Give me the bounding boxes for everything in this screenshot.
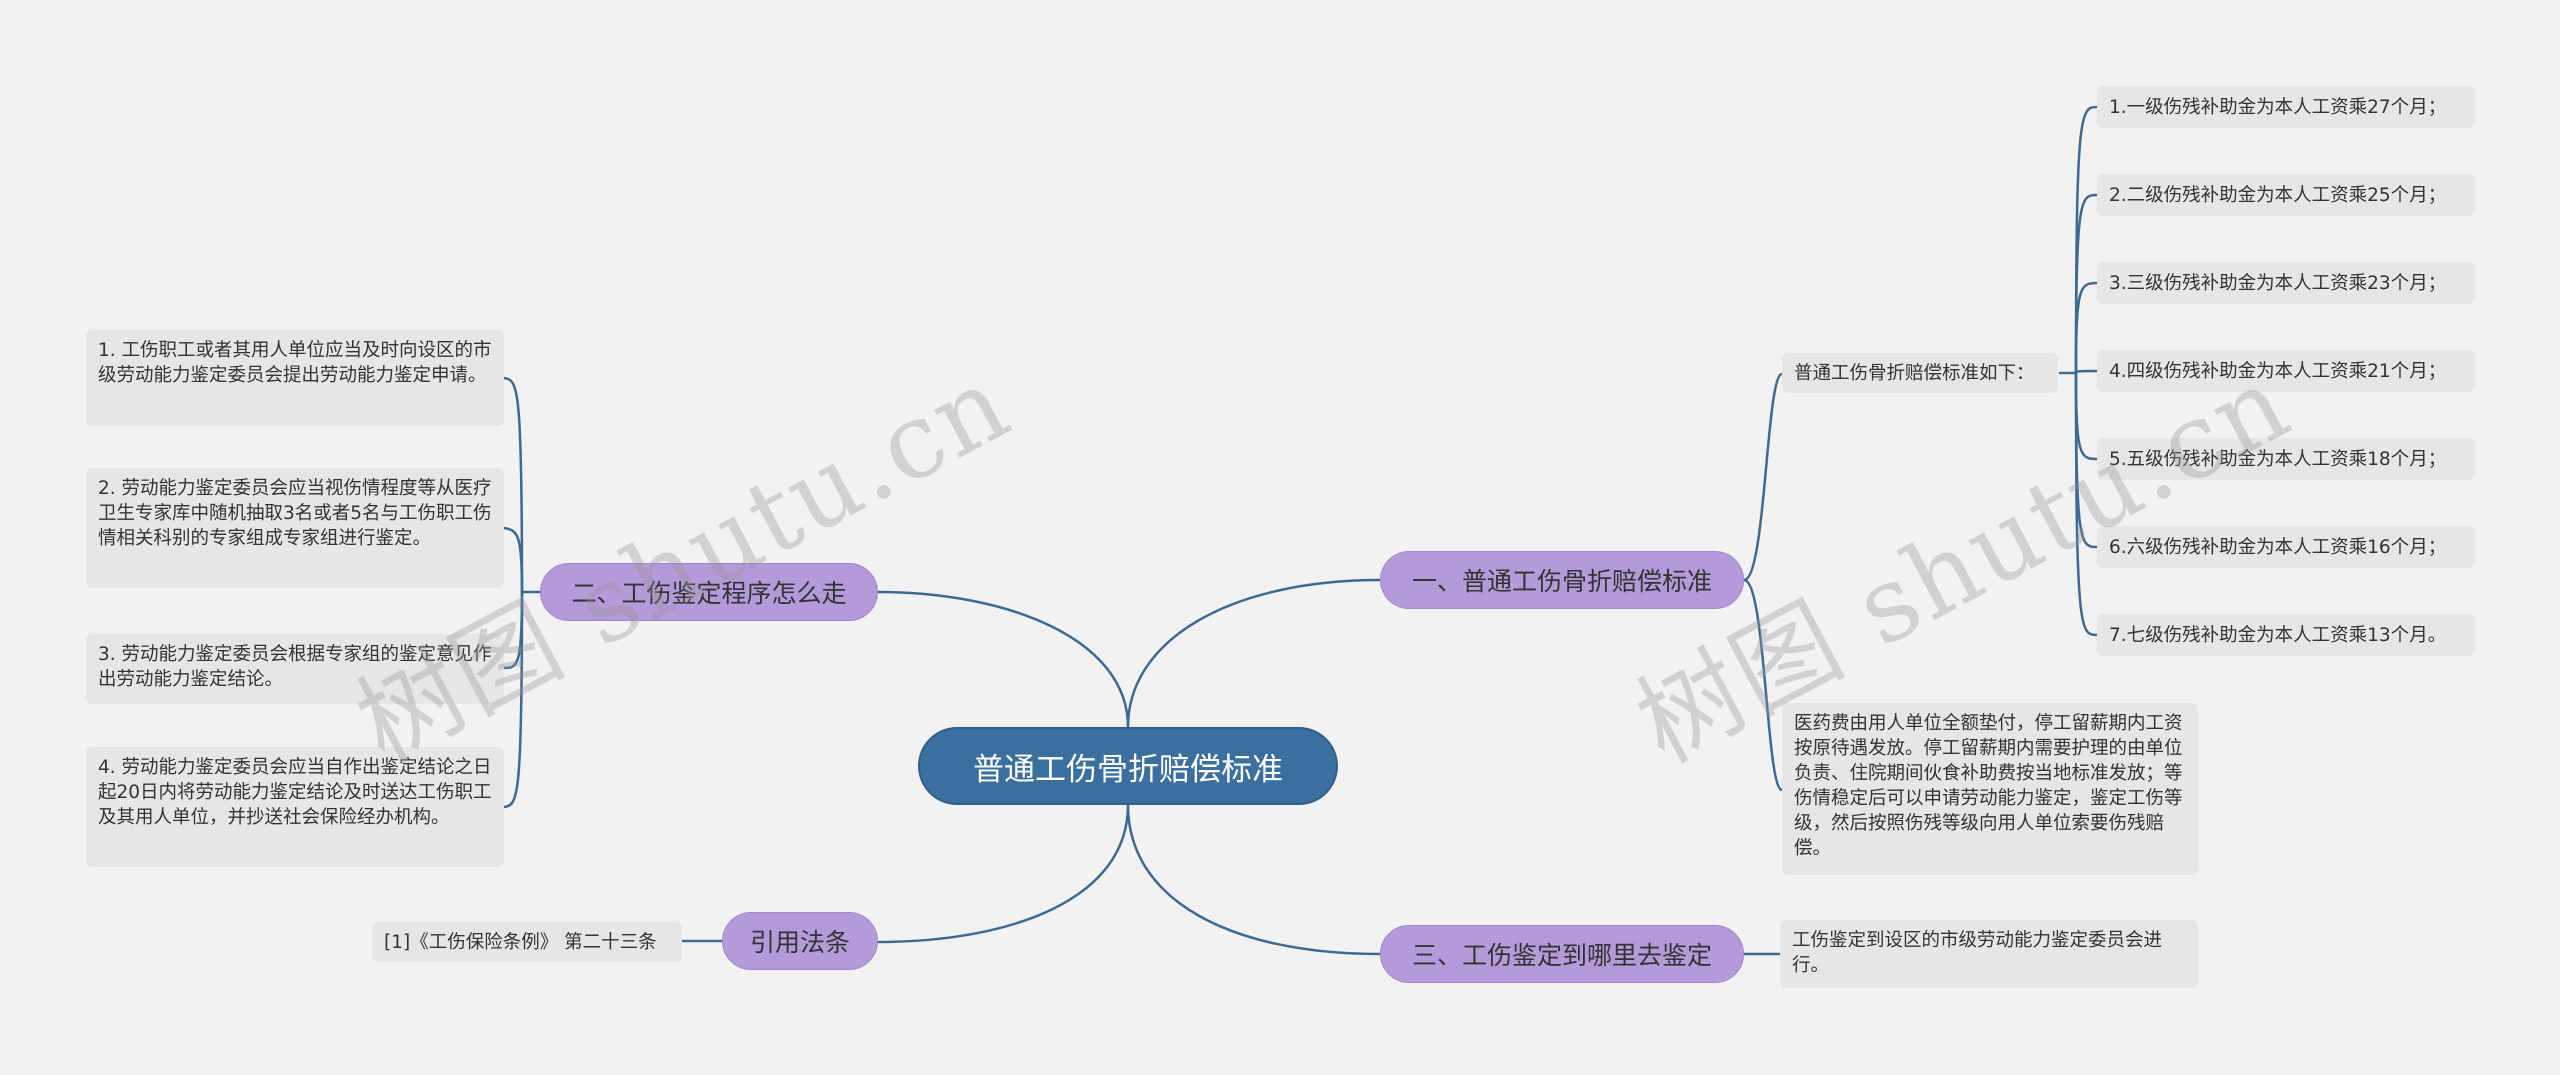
grade-text: 2.二级伤残补助金为本人工资乘25个月； [2109,184,2447,206]
grade-text: 4.四级伤残补助金为本人工资乘21个月； [2109,360,2447,382]
link-step-3 [502,590,524,670]
link-root-standard [1126,578,1382,729]
link-grade-3 [2074,281,2099,375]
link-root-procedure [876,590,1130,729]
link-standard-intro [1742,372,1784,582]
branch-label: 一、普通工伤骨折赔偿标准 [1411,567,1712,596]
grade-text: 1.一级伤残补助金为本人工资乘27个月； [2109,96,2447,118]
branch-cited-law[interactable]: 引用法条 [722,912,878,970]
step-text: 3. 劳动能力鉴定委员会根据专家组的鉴定意见作出劳动能力鉴定结论。 [98,644,492,690]
grade-item[interactable]: 6.六级伤残补助金为本人工资乘16个月； [2097,526,2475,568]
appraisal-location-note[interactable]: 工伤鉴定到设区的市级劳动能力鉴定委员会进行。 [1780,920,2198,988]
procedure-step[interactable]: 1. 工伤职工或者其用人单位应当及时向设区的市级劳动能力鉴定委员会提出劳动能力鉴… [86,330,504,426]
procedure-step[interactable]: 2. 劳动能力鉴定委员会应当视伤情程度等从医疗卫生专家库中随机抽取3名或者5名与… [86,468,504,588]
grade-text: 7.七级伤残补助金为本人工资乘13个月。 [2109,624,2447,646]
link-root-where [1126,803,1382,956]
link-step-4 [502,590,524,809]
link-grade-4 [2074,369,2099,375]
standard-intro-note[interactable]: 普通工伤骨折赔偿标准如下： [1782,353,2058,393]
note-text: 工伤鉴定到设区的市级劳动能力鉴定委员会进行。 [1792,930,2163,976]
grade-item[interactable]: 3.三级伤残补助金为本人工资乘23个月； [2097,262,2475,304]
grade-text: 6.六级伤残补助金为本人工资乘16个月； [2109,536,2447,558]
procedure-step[interactable]: 3. 劳动能力鉴定委员会根据专家组的鉴定意见作出劳动能力鉴定结论。 [86,634,504,704]
root-topic-label: 普通工伤骨折赔偿标准 [973,751,1283,788]
cited-law-note[interactable]: [1]《工伤保险条例》 第二十三条 [372,922,682,962]
grade-text: 5.五级伤残补助金为本人工资乘18个月； [2109,448,2447,470]
grade-item[interactable]: 2.二级伤残补助金为本人工资乘25个月； [2097,174,2475,216]
branch-label: 二、工伤鉴定程序怎么走 [571,579,847,608]
grade-item[interactable]: 5.五级伤残补助金为本人工资乘18个月； [2097,438,2475,480]
medical-expense-note[interactable]: 医药费由用人单位全额垫付，停工留薪期内工资按原待遇发放。停工留薪期内需要护理的由… [1782,703,2198,875]
branch-appraisal-procedure[interactable]: 二、工伤鉴定程序怎么走 [540,563,878,621]
grade-item[interactable]: 4.四级伤残补助金为本人工资乘21个月； [2097,350,2475,392]
grade-text: 3.三级伤残补助金为本人工资乘23个月； [2109,272,2447,294]
link-standard-medical [1742,578,1784,792]
grade-item[interactable]: 7.七级伤残补助金为本人工资乘13个月。 [2097,614,2475,656]
link-root-law [876,803,1130,944]
branch-label: 三、工伤鉴定到哪里去鉴定 [1411,941,1712,970]
link-step-2 [502,526,524,594]
step-text: 4. 劳动能力鉴定委员会应当自作出鉴定结论之日起20日内将劳动能力鉴定结论及时送… [98,757,492,828]
branch-label: 引用法条 [749,928,850,957]
procedure-step[interactable]: 4. 劳动能力鉴定委员会应当自作出鉴定结论之日起20日内将劳动能力鉴定结论及时送… [86,747,504,867]
link-step-1 [502,376,524,594]
grade-item[interactable]: 1.一级伤残补助金为本人工资乘27个月； [2097,86,2475,128]
link-grade-5 [2074,371,2099,461]
step-text: 2. 劳动能力鉴定委员会应当视伤情程度等从医疗卫生专家库中随机抽取3名或者5名与… [98,478,492,549]
note-text: 医药费由用人单位全额垫付，停工留薪期内工资按原待遇发放。停工留薪期内需要护理的由… [1794,713,2183,859]
branch-compensation-standard[interactable]: 一、普通工伤骨折赔偿标准 [1380,551,1744,609]
step-text: 1. 工伤职工或者其用人单位应当及时向设区的市级劳动能力鉴定委员会提出劳动能力鉴… [98,340,492,386]
note-text: [1]《工伤保险条例》 第二十三条 [384,931,657,953]
branch-appraisal-location[interactable]: 三、工伤鉴定到哪里去鉴定 [1380,925,1744,983]
root-topic[interactable]: 普通工伤骨折赔偿标准 [918,727,1338,805]
link-grade-7 [2074,371,2099,637]
note-text: 普通工伤骨折赔偿标准如下： [1794,362,2035,384]
